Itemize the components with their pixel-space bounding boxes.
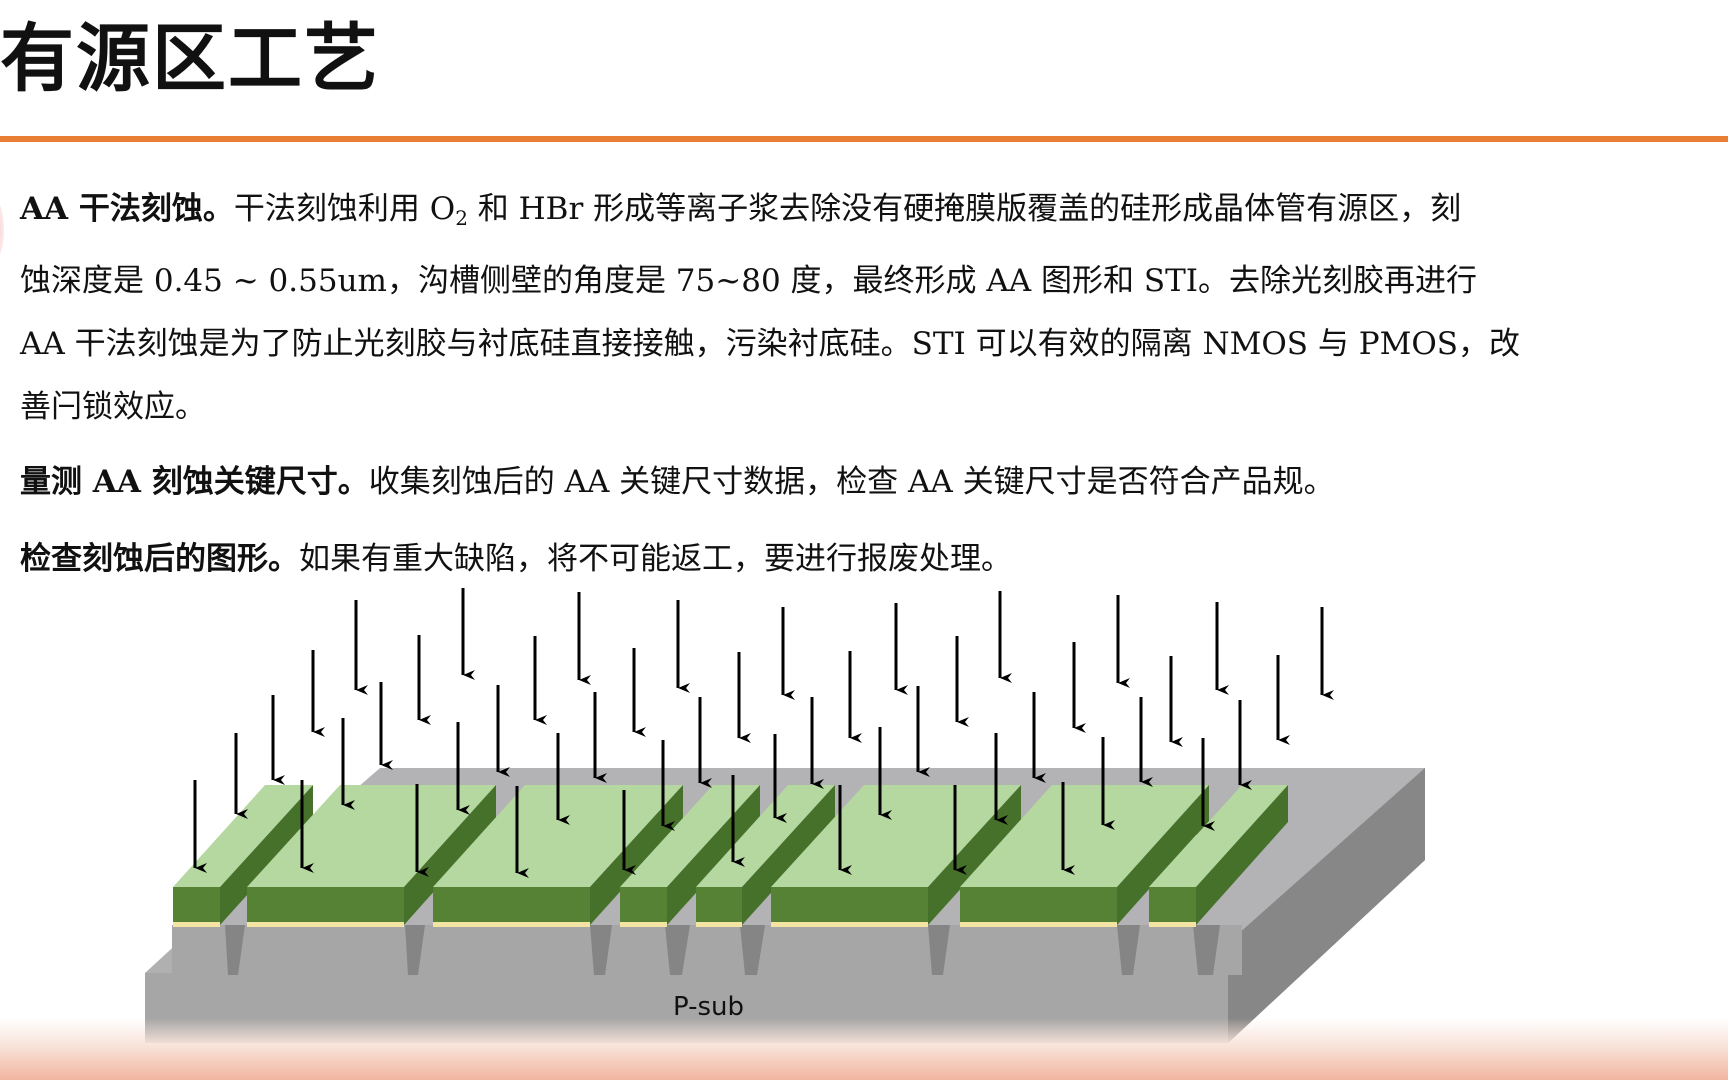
body-text: AA 干法刻蚀。干法刻蚀利用 O2 和 HBr 形成等离子浆去除没有硬掩膜版覆盖… bbox=[20, 178, 1728, 591]
paragraph-text: 干法刻蚀利用 O bbox=[233, 191, 456, 227]
paragraph-lead: 量测 AA 刻蚀关键尺寸。 bbox=[20, 464, 369, 500]
plasma-ion-arrows bbox=[193, 588, 1334, 878]
paragraph-text: AA 干法刻蚀是为了防止光刻胶与衬底硅直接接触，污染衬底硅。STI 可以有效的隔… bbox=[20, 326, 1520, 362]
paragraph-text: 如果有重大缺陷，将不可能返工，要进行报废处理。 bbox=[299, 541, 1012, 577]
paragraph-inspect-pattern: 检查刻蚀后的图形。如果有重大缺陷，将不可能返工，要进行报废处理。 bbox=[20, 528, 1728, 591]
sti-trenches bbox=[172, 925, 1242, 975]
paragraph-text: 蚀深度是 0.45 ~ 0.55um，沟槽侧壁的角度是 75~80 度，最终形成… bbox=[20, 263, 1478, 299]
hard-mask-blocks bbox=[173, 785, 1288, 927]
title-divider bbox=[0, 136, 1728, 142]
subscript: 2 bbox=[455, 206, 468, 230]
paragraph-lead: AA 干法刻蚀。 bbox=[20, 191, 234, 227]
paragraph-aa-dry-etch: AA 干法刻蚀。干法刻蚀利用 O2 和 HBr 形成等离子浆去除没有硬掩膜版覆盖… bbox=[20, 178, 1728, 439]
decorative-accent bbox=[0, 200, 4, 260]
bottom-gradient-band bbox=[0, 1018, 1728, 1080]
aa-etch-diagram bbox=[145, 588, 1425, 1043]
paragraph-measure-cd: 量测 AA 刻蚀关键尺寸。收集刻蚀后的 AA 关键尺寸数据，检查 AA 关键尺寸… bbox=[20, 451, 1728, 514]
paragraph-text: 和 HBr 形成等离子浆去除没有硬掩膜版覆盖的硅形成晶体管有源区，刻 bbox=[467, 191, 1462, 227]
paragraph-lead: 检查刻蚀后的图形。 bbox=[20, 541, 299, 577]
paragraph-text: 善闩锁效应。 bbox=[20, 389, 206, 425]
substrate-label: P-sub bbox=[673, 992, 745, 1022]
slide-title: 有源区工艺 bbox=[0, 16, 380, 102]
paragraph-text: 收集刻蚀后的 AA 关键尺寸数据，检查 AA 关键尺寸是否符合产品规。 bbox=[368, 464, 1335, 500]
